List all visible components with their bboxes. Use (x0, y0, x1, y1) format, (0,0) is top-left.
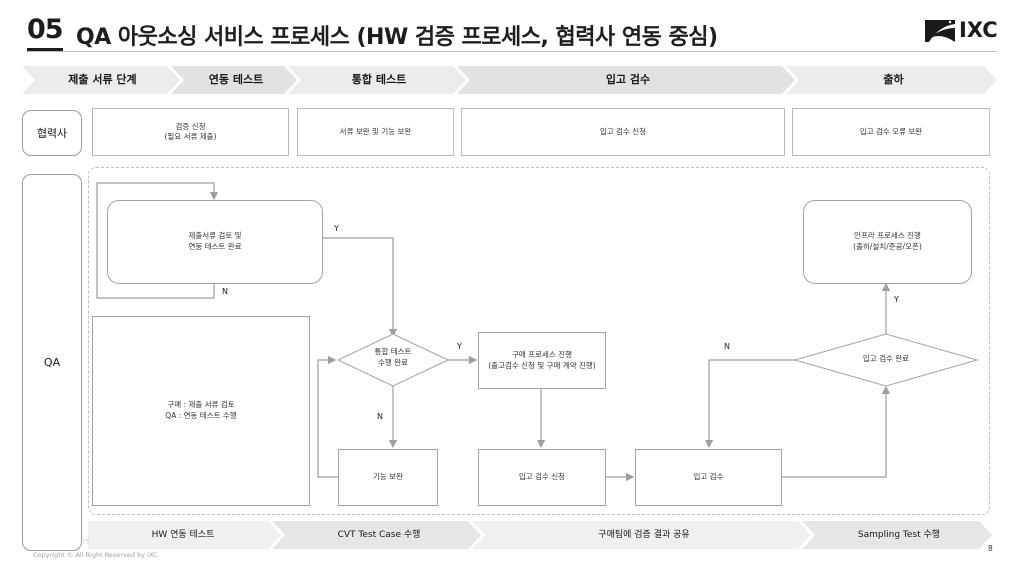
activity-chevrons (88, 521, 992, 549)
partner-box-doc-fix-text: 서류 보완 및 기능 보완 (339, 126, 412, 136)
label-review-yes: Y (334, 224, 339, 233)
node-receive-inspection-text: 입고 검수 (693, 472, 724, 482)
label-integration-yes: Y (457, 342, 462, 351)
inspection-to-decision (781, 385, 891, 478)
node-receive-request: 입고 검수 신청 (478, 449, 606, 506)
node-roles-line-1: 구매 : 제출 서류 검토 (167, 400, 235, 410)
node-roles-line-2: QA : 연동 테스트 수행 (165, 411, 237, 420)
loop-review-no (96, 182, 219, 299)
node-receive-decision: 입고 검수 완료 (862, 354, 910, 363)
copyright-text: Copyright © All Right Reserved by IXC. (33, 551, 160, 559)
phase-bar: 제출 서류 단계 연동 테스트 통합 테스트 입고 검수 출하 (22, 66, 997, 94)
activity-label-cvt: CVT Test Case 수행 (337, 530, 421, 540)
node-receive-request-text: 입고 검수 신청 (518, 472, 566, 482)
slide-number-underline (27, 48, 63, 51)
activity-chevron-3 (472, 521, 811, 549)
node-purchase-line-1: 구매 프로세스 진행 (512, 349, 572, 359)
phase-chevron-3 (288, 66, 466, 94)
node-fix: 기능 보완 (338, 449, 438, 506)
node-review-line-1: 제출서류 검토 및 (188, 231, 242, 241)
logo-text: IXC (959, 18, 998, 42)
node-integration-decision-line-1: 통합 테스트 (374, 347, 412, 356)
phase-chevron-5 (786, 66, 997, 94)
lane-qa-text: QA (43, 356, 61, 369)
activity-label-share: 구매팀에 검증 결과 공유 (598, 530, 690, 540)
phase-label-receiving: 입고 검수 (605, 73, 651, 86)
phase-chevron-4 (457, 66, 795, 94)
faint-mark: 은견 (80, 539, 90, 545)
title-divider (27, 51, 997, 52)
label-integration-no: N (377, 412, 383, 421)
partner-box-receive-request-text: 입고 검수 신청 (599, 126, 647, 136)
lane-label-partner: 협력사 (22, 110, 82, 156)
phase-label-shipping: 출하 (883, 73, 904, 86)
node-receive-inspection: 입고 검수 (635, 449, 782, 506)
lane-label-qa: QA (22, 174, 82, 551)
partner-box-request: 검증 신청(필요 서류 제출) (92, 108, 289, 156)
phase-label-integration: 통합 테스트 (351, 73, 407, 86)
decision-no-to-inspection (704, 359, 797, 449)
phase-label-submit: 제출 서류 단계 (68, 73, 137, 86)
partner-box-request-line-2: (필요 서류 제출) (164, 132, 217, 141)
page-title: QA 아웃소싱 서비스 프로세스 (HW 검증 프로세스, 협력사 연동 중심) (76, 25, 718, 50)
activity-label-hw-test: HW 연동 테스트 (151, 530, 215, 540)
label-receive-no: N (724, 342, 730, 351)
lane-partner-text: 협력사 (36, 127, 68, 140)
partner-box-request-line-1: 검증 신청 (175, 121, 206, 131)
page-number: 8 (988, 544, 993, 553)
node-integration-decision-line-2: 수행 완료 (378, 357, 408, 367)
node-purchase-line-2: (출고검수 신청 및 구매 계약 진행) (488, 360, 596, 370)
label-receive-yes: Y (894, 295, 899, 304)
activity-label-sampling: Sampling Test 수행 (857, 530, 941, 540)
activity-chevron-4 (802, 521, 992, 549)
partner-box-receive-request: 입고 검수 신청 (461, 108, 785, 156)
activity-chevron-2 (272, 521, 481, 549)
phase-chevrons (22, 66, 997, 94)
node-infra: 인프라 프로세스 진행(출하/설치/준공/오픈) (803, 200, 972, 284)
receive-decision-diamond (793, 333, 979, 387)
review-to-integration (321, 237, 398, 338)
logo-mark-icon (925, 20, 955, 42)
integration-decision-diamond (336, 333, 450, 387)
slide-number: 05 (27, 14, 64, 45)
phase-label-interlock: 연동 테스트 (208, 73, 264, 86)
node-purchase: 구매 프로세스 진행(출고검수 신청 및 구매 계약 진행) (478, 332, 606, 389)
phase-chevron-1 (22, 66, 180, 94)
company-logo: IXC (923, 16, 1003, 46)
partner-box-doc-fix: 서류 보완 및 기능 보완 (297, 108, 454, 156)
activity-bar: HW 연동 테스트 CVT Test Case 수행 구매팀에 검증 결과 공유… (88, 521, 992, 549)
partner-box-error-fix-text: 입고 검수 오류 보완 (859, 126, 923, 136)
fix-loop-back (317, 355, 338, 478)
node-fix-text: 기능 보완 (373, 472, 403, 482)
node-infra-line-2: (출하/설치/준공/오픈) (853, 242, 922, 251)
partner-box-error-fix: 입고 검수 오류 보완 (792, 108, 990, 156)
activity-chevron-1 (88, 521, 281, 549)
node-review-line-2: 연동 테스트 완료 (188, 242, 242, 251)
qa-process-area (88, 167, 990, 515)
phase-chevron-2 (171, 66, 297, 94)
node-infra-line-1: 인프라 프로세스 진행 (854, 231, 921, 241)
label-review-no: N (222, 287, 228, 296)
